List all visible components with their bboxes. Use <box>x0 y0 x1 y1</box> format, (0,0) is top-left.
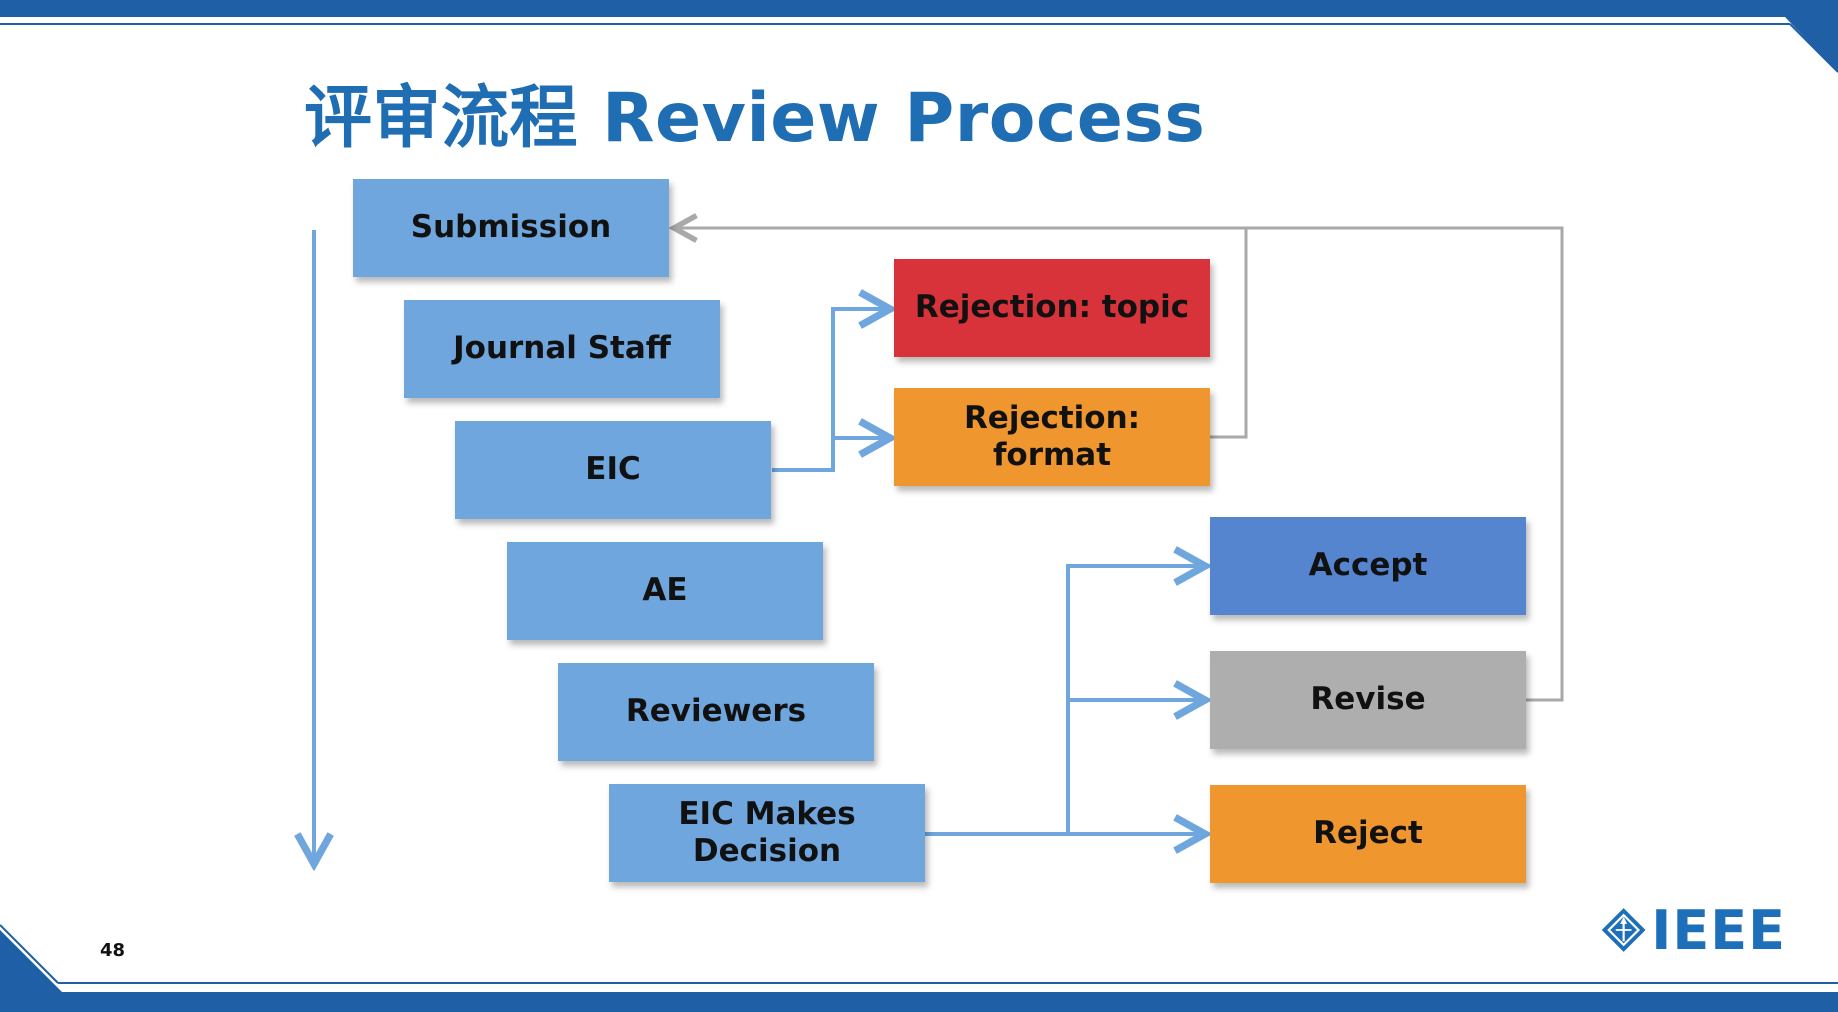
ieee-logo: IEEE <box>1600 898 1786 962</box>
ieee-diamond-icon <box>1601 908 1646 952</box>
top-right-diagonal <box>1789 23 1838 73</box>
eic-to-rejection-topic-arrow <box>772 309 890 472</box>
top-banner <box>0 0 1838 17</box>
step-ae: AE <box>507 542 823 640</box>
slide-title: 评审流程 Review Process <box>304 79 1206 158</box>
decision-revise: Revise <box>1210 651 1526 749</box>
rejection-topic: Rejection: topic <box>894 259 1210 357</box>
format-resubmit-connector <box>1210 228 1248 439</box>
step-journal-staff: Journal Staff <box>404 300 720 398</box>
top-right-corner <box>1785 17 1838 72</box>
page-number: 48 <box>100 940 126 961</box>
bottom-left-diagonal <box>0 924 59 984</box>
step-submission: Submission <box>353 179 669 277</box>
step-eic-makes-decision: EIC Makes Decision <box>609 784 925 882</box>
decision-accept: Accept <box>1210 517 1526 615</box>
step-eic: EIC <box>455 421 771 519</box>
step-reviewers: Reviewers <box>558 663 874 761</box>
rejection-format: Rejection: format <box>894 388 1210 486</box>
ieee-logo-text: IEEE <box>1651 898 1786 962</box>
bottom-left-corner <box>0 930 62 992</box>
revise-resubmit-arrow <box>674 228 1564 702</box>
bottom-banner <box>0 992 1838 1012</box>
decision-reject: Reject <box>1210 785 1526 883</box>
